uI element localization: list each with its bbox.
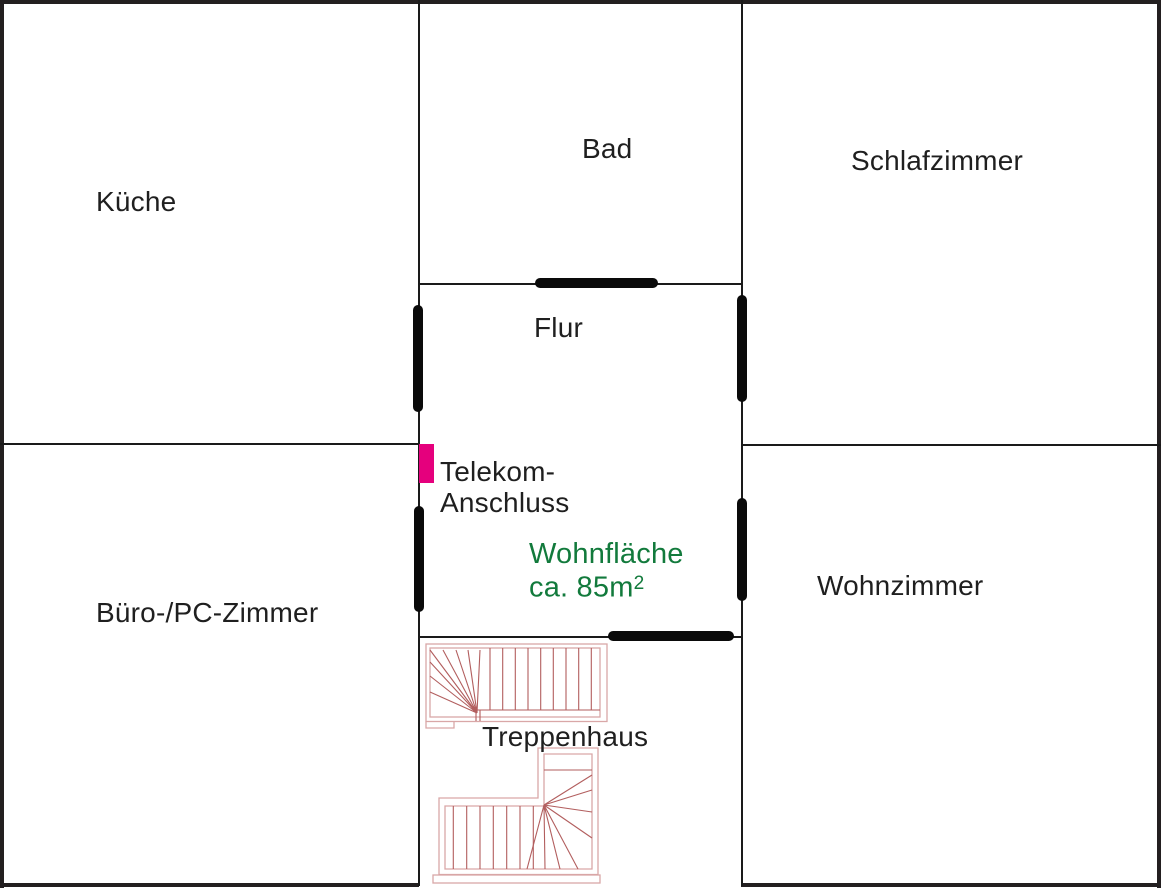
room-label-wohnzimmer: Wohnzimmer (817, 570, 984, 601)
door-opening-treppenhaus (608, 631, 734, 641)
wall-vertical-right (741, 0, 743, 886)
staircase-lower-drawing (432, 747, 601, 884)
wall-flur-treppenhaus (418, 636, 743, 638)
staircase-upper-drawing (425, 643, 608, 729)
living-area-value: ca. 85m (529, 571, 634, 604)
door-opening-kueche (413, 305, 423, 412)
door-opening-bad (535, 278, 658, 288)
plan-border-bottom-right (741, 883, 1161, 887)
living-area-superscript: 2 (633, 573, 645, 594)
stair-treads (452, 769, 593, 870)
plan-border-top (0, 0, 1161, 4)
plan-border-bottom-left (0, 883, 419, 887)
telekom-annotation: Telekom- Anschluss (440, 456, 569, 518)
door-opening-wohnzimmer (737, 498, 747, 601)
room-label-bad: Bad (582, 133, 633, 164)
stair-treads (429, 648, 600, 721)
door-opening-schlafzimmer (737, 295, 747, 402)
stair-outline (425, 643, 608, 729)
room-label-kueche: Küche (96, 186, 177, 217)
room-label-schlafzimmer: Schlafzimmer (851, 145, 1023, 176)
telekom-annotation-line1: Telekom- (440, 456, 556, 487)
telekom-annotation-line2: Anschluss (440, 487, 570, 518)
room-label-buero: Büro-/PC-Zimmer (96, 597, 319, 628)
room-label-flur: Flur (534, 312, 584, 343)
wall-schlafzimmer-wohnzimmer (741, 444, 1161, 446)
room-label-treppenhaus: Treppenhaus (482, 721, 649, 752)
living-area-line2: ca. 85m2 (529, 569, 684, 602)
wall-kueche-buero (0, 443, 420, 445)
door-opening-buero (414, 506, 424, 612)
telekom-connector-marker (419, 444, 434, 483)
living-area-line1: Wohnfläche (529, 538, 684, 570)
living-area-annotation: Wohnfläche ca. 85m2 (529, 540, 684, 602)
